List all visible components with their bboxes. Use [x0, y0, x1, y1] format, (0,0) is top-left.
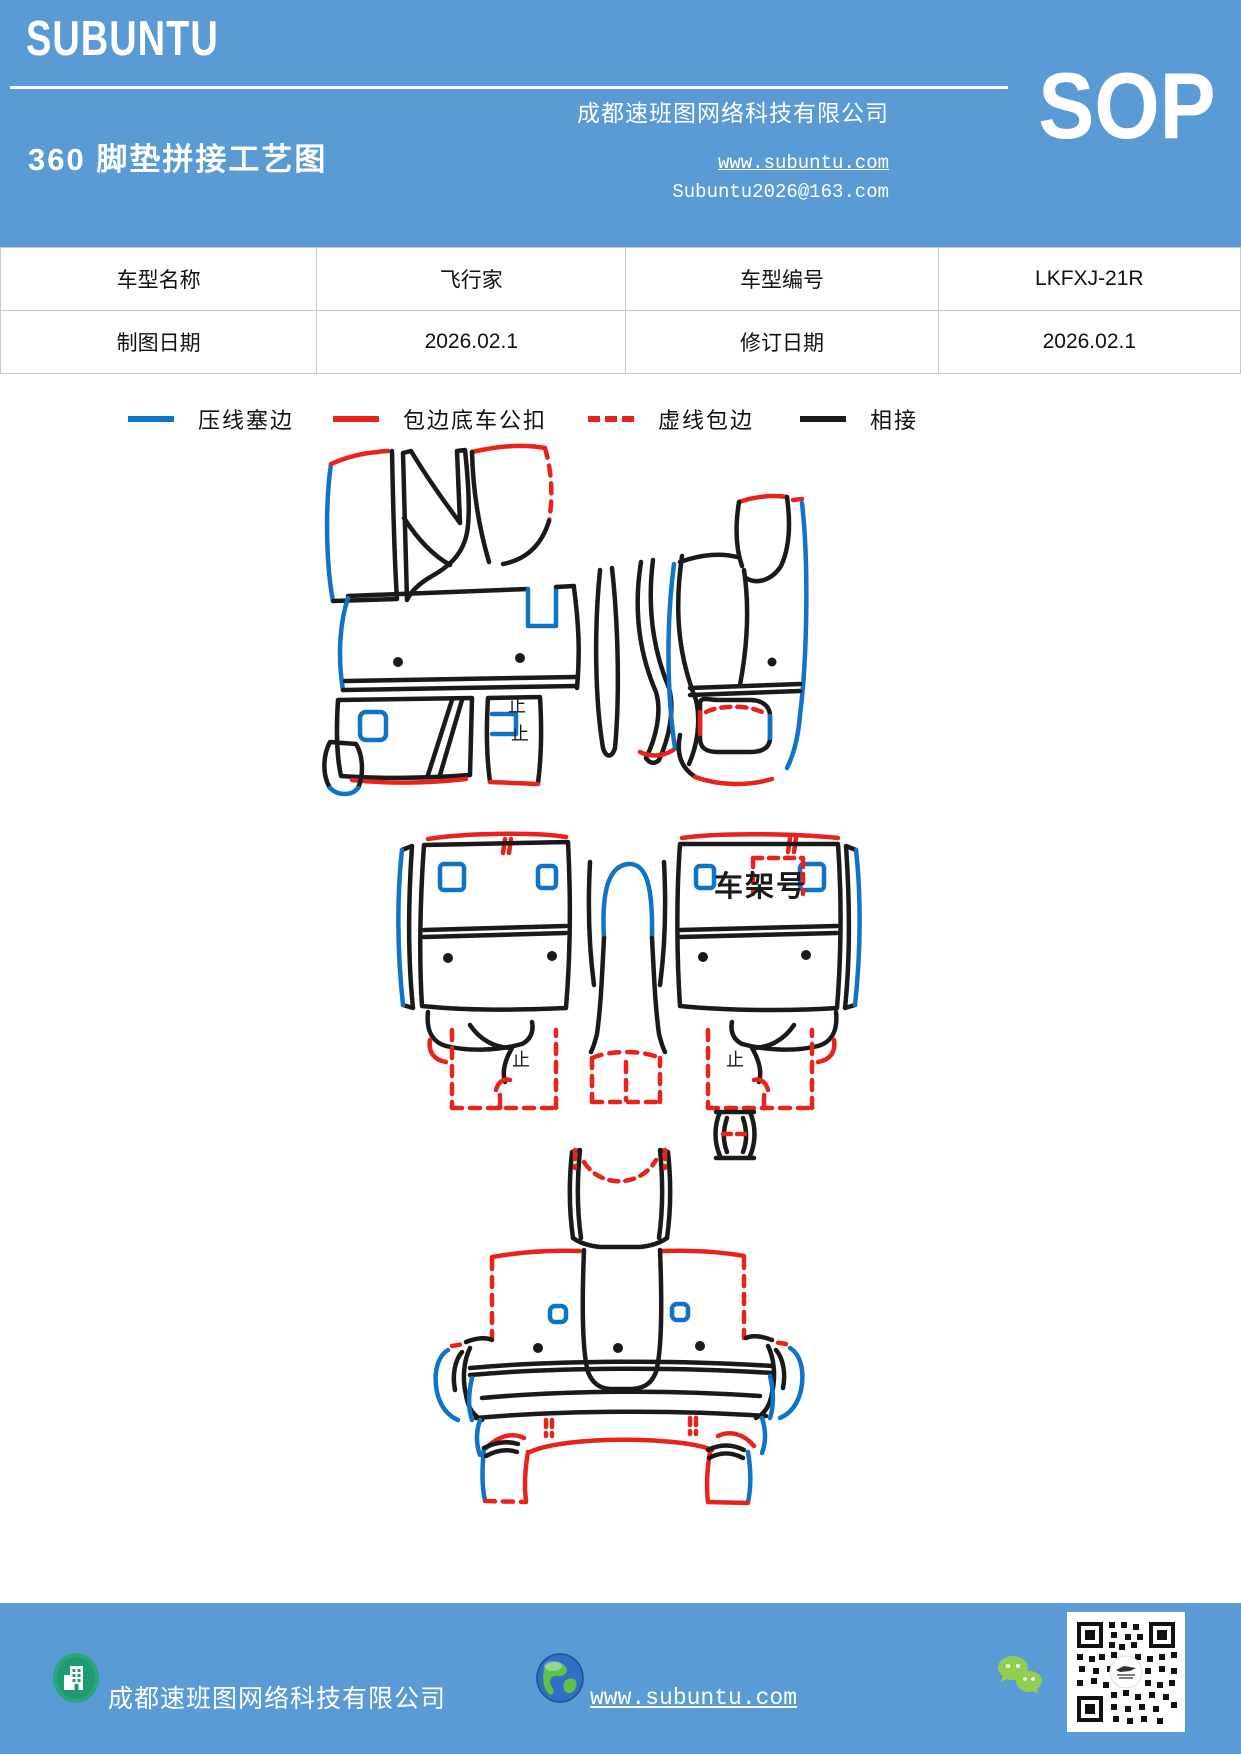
front-right-mat	[666, 493, 809, 787]
header-banner: SUBUNTU 成都速班图网络科技有限公司 SOP 360 脚垫拼接工艺图 ww…	[0, 0, 1241, 247]
header-divider-line	[10, 86, 1008, 89]
trunk-feet-pieces	[480, 1440, 753, 1506]
model-name-label: 车型名称	[0, 247, 318, 311]
revise-date-label: 修订日期	[625, 310, 939, 374]
revise-date-value: 2026.02.1	[937, 310, 1241, 374]
model-code-label: 车型编号	[625, 247, 939, 311]
header-email: Subuntu2026@163.com	[672, 181, 889, 203]
footer-company-name: 成都速班图网络科技有限公司	[108, 1685, 447, 1713]
stop-mark: 止	[512, 1050, 530, 1070]
header-website-link[interactable]: www.subuntu.com	[717, 152, 889, 174]
trunk-main-mat	[433, 1247, 805, 1458]
header-company-name: 成都速班图网络科技有限公司	[577, 100, 889, 126]
sop-label: SOP	[1038, 53, 1216, 159]
table-row: 车型名称 飞行家 车型编号 LKFXJ-21R	[0, 247, 1241, 311]
dashed-line-swatch	[588, 416, 634, 422]
globe-icon	[536, 1653, 584, 1703]
table-row: 制图日期 2026.02.1 修订日期 2026.02.1	[0, 310, 1241, 374]
footer-banner: 成都速班图网络科技有限公司 www.subuntu.com	[0, 1603, 1241, 1754]
legend-item-black: 相接	[800, 402, 918, 436]
front-left-mat	[322, 443, 581, 797]
second-row-right-mat: 车架号 止	[675, 832, 862, 1161]
page-title: 360 脚垫拼接工艺图	[28, 142, 328, 177]
footer-website-link[interactable]: www.subuntu.com	[590, 1685, 798, 1711]
stop-mark: 止	[511, 724, 529, 744]
line-type-legend: 压线塞边 包边底车公扣 虚线包边 相接	[0, 402, 1241, 436]
front-center-strips: 止 止	[508, 553, 701, 767]
legend-label: 压线塞边	[198, 408, 295, 433]
building-icon	[53, 1653, 99, 1703]
model-name-value: 飞行家	[316, 247, 627, 311]
legend-label: 包边底车公扣	[403, 408, 548, 433]
legend-item-red: 包边底车公扣	[333, 402, 547, 436]
brand-logo-text: SUBUNTU	[26, 12, 219, 67]
wechat-icon	[998, 1656, 1042, 1694]
legend-label: 相接	[870, 408, 919, 433]
legend-label: 虚线包边	[658, 408, 755, 433]
legend-item-blue: 压线塞边	[128, 402, 294, 436]
second-row-left-mat: 止	[396, 831, 572, 1111]
legend-item-dashed: 虚线包边	[588, 402, 754, 436]
draw-date-label: 制图日期	[0, 310, 318, 374]
stop-mark: 止	[726, 1050, 744, 1070]
red-line-swatch	[333, 416, 379, 422]
black-line-swatch	[800, 416, 846, 422]
stop-mark: 止	[508, 696, 526, 716]
qr-code	[1067, 1612, 1185, 1732]
vehicle-info-table: 车型名称 飞行家 车型编号 LKFXJ-21R 制图日期 2026.02.1 修…	[0, 247, 1241, 374]
trunk-neck-piece	[567, 1147, 673, 1250]
chassis-number-label: 车架号	[714, 869, 807, 903]
blue-line-swatch	[128, 416, 174, 422]
draw-date-value: 2026.02.1	[316, 310, 627, 374]
second-row-center-tunnel	[586, 859, 668, 1105]
model-code-value: LKFXJ-21R	[937, 247, 1241, 311]
